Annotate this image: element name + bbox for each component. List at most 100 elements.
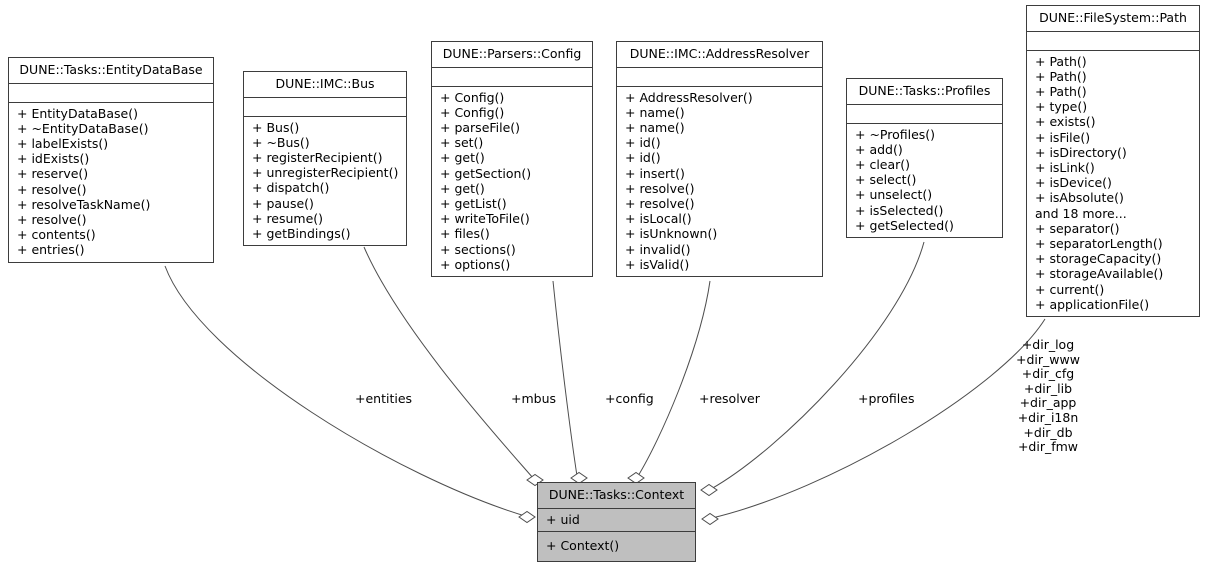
uml-class-path[interactable]: DUNE::FileSystem::Path+ Path()+ Path()+ … [1026, 5, 1200, 317]
association-line [637, 280, 711, 477]
uml-class-context[interactable]: DUNE::Tasks::Context+ uid+ Context() [537, 482, 696, 562]
directory-label: +dir_i18n [1017, 409, 1079, 425]
association-line [363, 246, 534, 479]
uml-operation: + unselect() [855, 187, 933, 203]
uml-operation: + storageCapacity() [1035, 251, 1162, 267]
uml-operation: + Config() [440, 89, 505, 105]
uml-operation: + isValid() [625, 256, 690, 272]
uml-operation: + reserve() [17, 166, 89, 182]
uml-class-addressresolver[interactable]: DUNE::IMC::AddressResolver+ AddressResol… [616, 41, 823, 277]
uml-operation: + AddressResolver() [625, 89, 753, 105]
edge-entities [164, 265, 536, 524]
uml-operations-compartment: + AddressResolver()+ name()+ name()+ id(… [617, 87, 822, 276]
uml-operation: + resolve() [17, 181, 87, 197]
uml-operation: + Config() [440, 104, 505, 120]
uml-operations-compartment: + Context() [538, 532, 695, 561]
uml-operation: + pause() [252, 195, 314, 211]
uml-operation: + id() [625, 135, 661, 151]
directory-label: +dir_lib [1023, 380, 1073, 396]
uml-class-title: DUNE::IMC::Bus [244, 72, 406, 98]
uml-operation: + clear() [855, 156, 911, 172]
uml-operation: + insert() [625, 165, 685, 181]
association-line [710, 241, 925, 490]
uml-operation: + isDirectory() [1035, 144, 1127, 160]
uml-class-title: DUNE::Tasks::Profiles [847, 79, 1002, 105]
edge-config [552, 280, 588, 485]
uml-attribute: + uid [546, 511, 580, 527]
uml-operation: + add() [855, 141, 903, 157]
uml-operation: + current() [1035, 281, 1105, 297]
directory-label: +dir_log [1021, 337, 1075, 352]
uml-operations-compartment: + ~Profiles()+ add()+ clear()+ select()+… [847, 124, 1002, 237]
edge-label-profiles: +profiles [858, 391, 915, 406]
uml-operation: + type() [1035, 99, 1088, 115]
directory-label: +dir_cfg [1021, 366, 1075, 382]
uml-operations-compartment: + Bus()+ ~Bus()+ registerRecipient()+ un… [244, 117, 406, 246]
association-line [164, 265, 526, 517]
uml-operation: + get() [440, 180, 485, 196]
uml-attributes-compartment [1027, 32, 1199, 51]
uml-operation: + EntityDataBase() [17, 105, 138, 121]
uml-operations-compartment: + Config()+ Config()+ parseFile()+ set()… [432, 87, 592, 276]
uml-operation: + isAbsolute() [1035, 190, 1124, 206]
uml-operation: + isUnknown() [625, 226, 718, 242]
uml-operation: + isLink() [1035, 159, 1095, 175]
uml-operation: + isLocal() [625, 211, 692, 227]
uml-class-title: DUNE::Tasks::Context [538, 483, 695, 509]
uml-class-title: DUNE::IMC::AddressResolver [617, 42, 822, 68]
uml-class-title: DUNE::Parsers::Config [432, 42, 592, 68]
edge-dirs [701, 318, 1046, 526]
uml-operation: + isFile() [1035, 129, 1091, 145]
uml-operation: + id() [625, 150, 661, 166]
uml-operation: + getSelected() [855, 217, 954, 233]
aggregation-diamond [700, 483, 718, 497]
uml-operation: + Path() [1035, 68, 1087, 84]
uml-class-title: DUNE::FileSystem::Path [1027, 6, 1199, 32]
uml-operation: + Context() [546, 537, 620, 553]
uml-operation: + resolve() [625, 180, 695, 196]
directory-member-labels: +dir_log+dir_www+dir_cfg+dir_lib+dir_app… [1016, 337, 1080, 455]
uml-operation: + ~EntityDataBase() [17, 120, 149, 136]
uml-operation: + getSection() [440, 165, 532, 181]
edge-label-mbus: +mbus [511, 391, 557, 406]
uml-operations-compartment: + Path()+ Path()+ Path()+ type()+ exists… [1027, 51, 1199, 316]
uml-operation: + idExists() [17, 151, 90, 167]
uml-attributes-compartment [847, 105, 1002, 124]
uml-class-profiles[interactable]: DUNE::Tasks::Profiles+ ~Profiles()+ add(… [846, 78, 1003, 238]
uml-operation: + name() [625, 104, 685, 120]
uml-operation: + separator() [1035, 220, 1120, 236]
aggregation-diamond [701, 512, 719, 526]
edge-profiles [700, 241, 925, 497]
uml-operation: + labelExists() [17, 135, 109, 151]
uml-operation: + isSelected() [855, 202, 944, 218]
uml-operations-compartment: + EntityDataBase()+ ~EntityDataBase()+ l… [9, 103, 213, 262]
uml-class-title: DUNE::Tasks::EntityDataBase [9, 58, 213, 84]
uml-class-config[interactable]: DUNE::Parsers::Config+ Config()+ Config(… [431, 41, 593, 277]
uml-operation: + isDevice() [1035, 175, 1112, 191]
uml-operation: + resolveTaskName() [17, 196, 151, 212]
uml-operation: + getBindings() [252, 225, 351, 241]
uml-operation: + Path() [1035, 83, 1087, 99]
uml-operation: + parseFile() [440, 119, 521, 135]
directory-label: +dir_db [1023, 424, 1073, 440]
edge-label-resolver: +resolver [699, 391, 760, 406]
uml-operation: + select() [855, 172, 917, 188]
uml-operation: + ~Profiles() [855, 126, 936, 142]
uml-operation: + unregisterRecipient() [252, 165, 399, 181]
uml-operation: + registerRecipient() [252, 149, 383, 165]
uml-operation: + exists() [1035, 114, 1096, 130]
uml-operation: + resume() [252, 210, 324, 226]
uml-operation: + contents() [17, 227, 96, 243]
uml-operation: + Bus() [252, 119, 300, 135]
uml-operation: + get() [440, 150, 485, 166]
uml-attributes-compartment [244, 98, 406, 117]
aggregation-diamond [518, 510, 536, 524]
uml-class-entitydatabase[interactable]: DUNE::Tasks::EntityDataBase+ EntityDataB… [8, 57, 214, 263]
uml-attributes-compartment [432, 68, 592, 87]
uml-operation: + writeToFile() [440, 211, 530, 227]
edge-mbus [363, 246, 544, 487]
directory-label: +dir_www [1016, 351, 1080, 367]
uml-class-bus[interactable]: DUNE::IMC::Bus+ Bus()+ ~Bus()+ registerR… [243, 71, 407, 247]
uml-operation: + entries() [17, 242, 85, 258]
